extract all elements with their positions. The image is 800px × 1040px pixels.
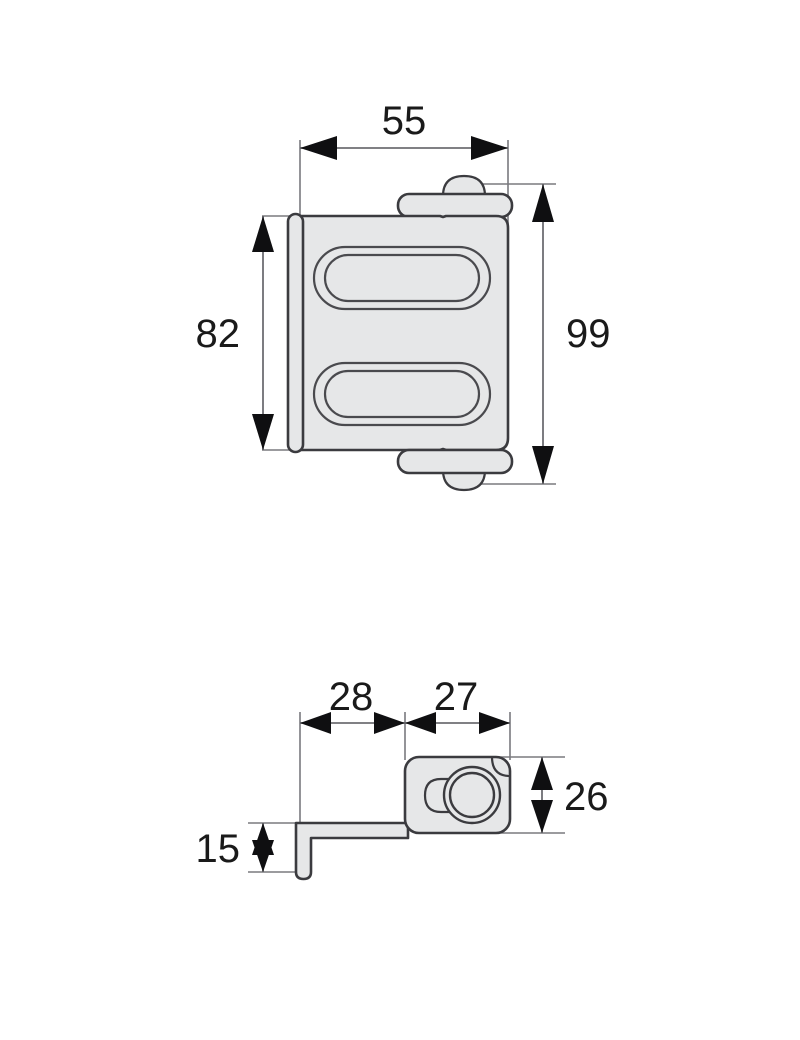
upper-slot <box>312 245 492 311</box>
lower-slot <box>312 361 492 427</box>
dim-26-arrow-bottom <box>531 800 553 833</box>
bottom-hinge-bar <box>396 448 514 475</box>
dim-99-label: 99 <box>566 312 611 356</box>
dim-26-arrow-top <box>531 757 553 790</box>
dimension-99: 99 <box>532 184 611 484</box>
bottom-hinge-knuckle <box>396 448 514 492</box>
dim-15-label: 15 <box>196 827 241 871</box>
dim-55-arrow-right <box>471 136 508 160</box>
dim-28-arrow-left <box>300 712 331 734</box>
dim-27-label: 27 <box>434 675 479 719</box>
dimension-27: 27 <box>405 675 510 734</box>
housing-corner-relief <box>490 756 511 778</box>
top-hinge-cap <box>441 174 487 198</box>
dim-28-label: 28 <box>329 675 374 719</box>
dim-82-arrow-top <box>252 216 274 252</box>
top-hinge-bar <box>396 192 514 219</box>
dim-15-arrow-bottom <box>252 840 274 872</box>
top-hinge-knuckle <box>396 174 514 219</box>
dim-55-label: 55 <box>382 99 427 143</box>
upper-slot-inner <box>323 253 481 303</box>
dim-27-arrow-right <box>479 712 510 734</box>
dim-27-arrow-left <box>405 712 436 734</box>
left-edge-strip <box>286 212 305 454</box>
dimension-15: 15 <box>196 823 274 872</box>
dim-99-arrow-top <box>532 184 554 222</box>
front-view: 55 82 99 <box>196 99 611 492</box>
dimension-26: 26 <box>531 757 609 833</box>
dim-26-label: 26 <box>564 775 609 819</box>
dim-55-arrow-left <box>300 136 337 160</box>
pin-inner-circle <box>448 771 496 819</box>
dimension-82: 82 <box>196 216 274 450</box>
dim-82-arrow-bottom <box>252 414 274 450</box>
dim-82-label: 82 <box>196 312 241 356</box>
lower-slot-inner <box>323 369 481 419</box>
dim-28-arrow-right <box>374 712 405 734</box>
dimension-28: 28 <box>300 675 405 734</box>
dimension-55: 55 <box>300 99 508 160</box>
bottom-hinge-cap <box>441 468 487 492</box>
dim-99-arrow-bottom <box>532 446 554 484</box>
side-view: 28 27 26 15 <box>196 675 609 881</box>
side-view-arm <box>294 821 410 881</box>
